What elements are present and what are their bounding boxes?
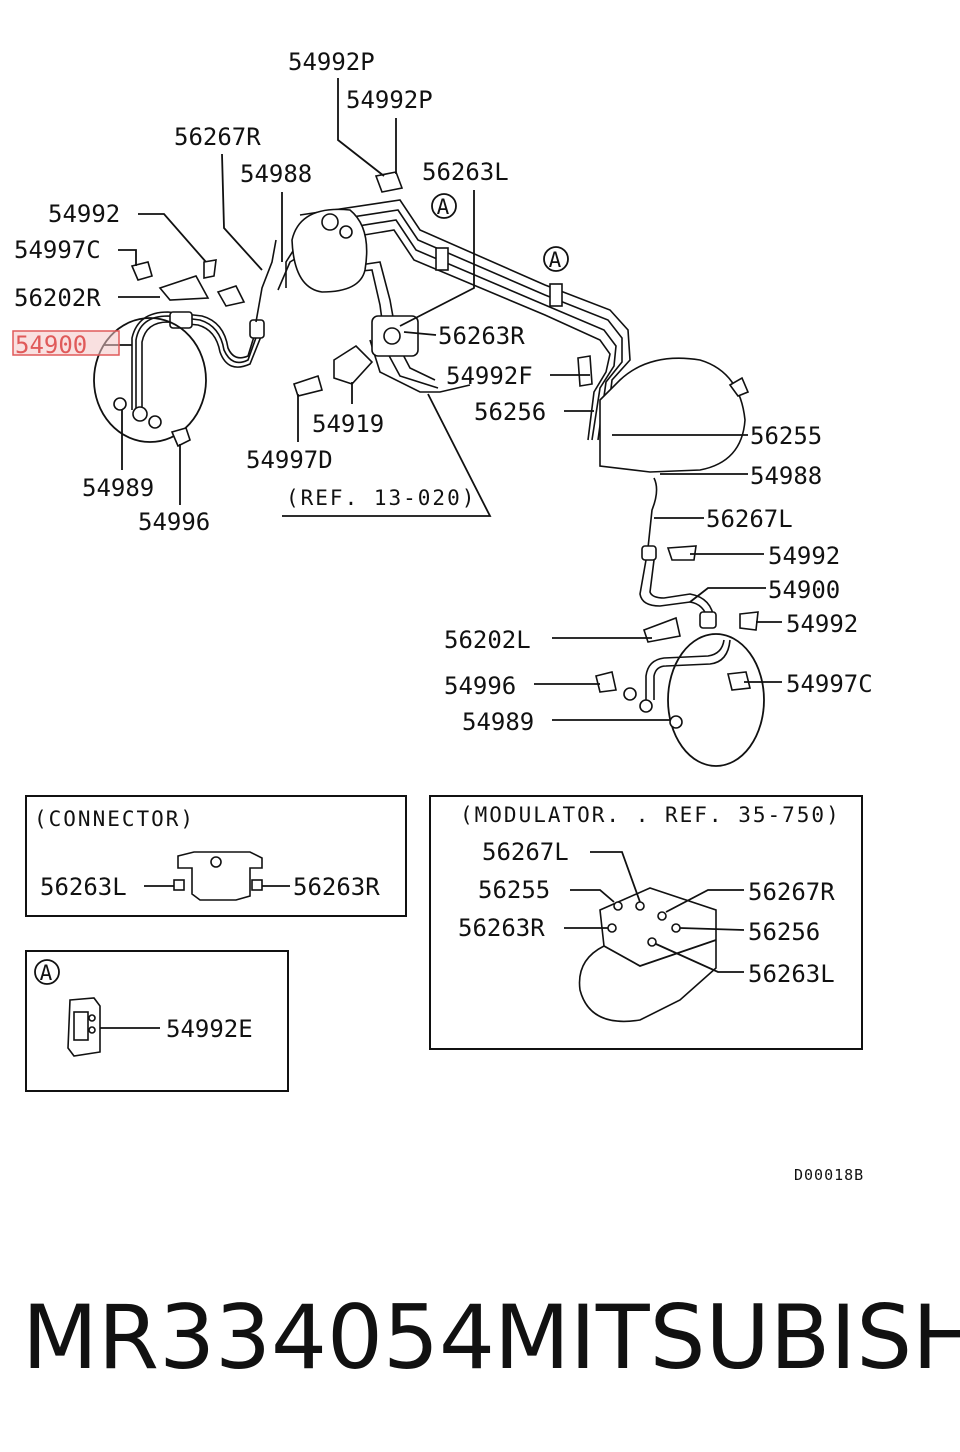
part-number-caption: MR334054	[22, 1286, 495, 1389]
a-box-part-label: 54992E	[166, 1015, 253, 1043]
abs-modulator	[599, 357, 746, 473]
label-54988-right: 54988	[750, 462, 822, 490]
modulator-label-56256: 56256	[748, 918, 820, 946]
label-54997d: 54997D	[246, 446, 333, 474]
label-56202r: 56202R	[14, 284, 101, 312]
label-56263r: 56263R	[438, 322, 525, 350]
label-54996-right: 54996	[444, 672, 516, 700]
callout-a-1-text: A	[437, 195, 452, 219]
label-54992f: 54992F	[446, 362, 533, 390]
label-56202l: 56202L	[444, 626, 531, 654]
label-54997c-right: 54997C	[786, 670, 873, 698]
highlight-box-54900	[12, 330, 120, 356]
a-detail-box: A 54992E	[25, 950, 289, 1092]
label-54988-left: 54988	[240, 160, 312, 188]
modulator-label-56267l: 56267L	[482, 838, 569, 866]
proportioning-valve-54919	[333, 344, 374, 385]
label-54992-right-top: 54992	[768, 542, 840, 570]
label-54989-right: 54989	[462, 708, 534, 736]
modulator-label-56263r: 56263R	[458, 914, 545, 942]
label-56267l: 56267L	[706, 505, 793, 533]
drawing-code: D00018B	[794, 1166, 864, 1184]
connector-part	[177, 851, 263, 901]
front-right-brake-hose	[647, 477, 658, 549]
label-54992p-top: 54992P	[288, 48, 375, 76]
connector-right-label: 56263R	[293, 873, 380, 901]
label-54900-highlighted[interactable]: 54900	[15, 331, 87, 359]
callout-a-2	[543, 246, 569, 272]
brake-line-drawing: A A	[93, 171, 765, 767]
modulator-box-title: (MODULATOR. . REF. 35-750)	[460, 803, 841, 827]
connector-box-title: (CONNECTOR)	[34, 807, 195, 831]
modulator-label-56263l: 56263L	[748, 960, 835, 988]
label-54900-right[interactable]: 54900	[768, 576, 840, 604]
modulator-label-56267r: 56267R	[748, 878, 835, 906]
label-54992p: 54992P	[346, 86, 433, 114]
label-56267r: 56267R	[174, 123, 261, 151]
label-54992-right: 54992	[786, 610, 858, 638]
callout-a-2-text: A	[549, 248, 564, 272]
callout-a-1	[431, 193, 457, 219]
label-54919: 54919	[312, 410, 384, 438]
label-54997c-left: 54997C	[14, 236, 101, 264]
a-box-marker: A	[40, 961, 55, 985]
brand-caption: MITSUBISHI	[494, 1286, 960, 1389]
front-left-brake-hose	[135, 315, 259, 410]
leader-lines	[104, 78, 782, 721]
label-56256: 56256	[474, 398, 546, 426]
modulator-label-56255: 56255	[478, 876, 550, 904]
ref-note: (REF. 13-020)	[286, 486, 476, 510]
connector-left-label: 56263L	[40, 873, 127, 901]
label-54992-left: 54992	[48, 200, 120, 228]
part-labels: 54992P 54992P 56267R 54988 56263L 54992 …	[12, 48, 873, 736]
modulator-body	[578, 887, 717, 1023]
label-56255: 56255	[750, 422, 822, 450]
brake-pipe-bundle	[299, 199, 631, 441]
label-54989-left: 54989	[82, 474, 154, 502]
connector-detail-box: (CONNECTOR) 56263L 56263R	[25, 795, 407, 917]
label-56263l: 56263L	[422, 158, 509, 186]
modulator-detail-box: (MODULATOR. . REF. 35-750) 56267L 56255 …	[429, 795, 863, 1050]
label-54996-left: 54996	[138, 508, 210, 536]
